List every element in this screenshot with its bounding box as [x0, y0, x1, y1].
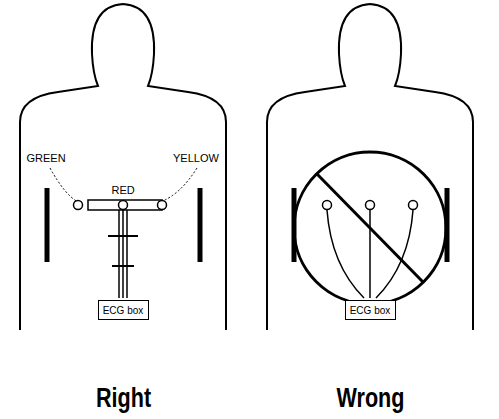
lead-color: RED	[111, 185, 136, 196]
cable	[126, 210, 128, 298]
torso-outline	[20, 4, 226, 330]
connector-bar	[88, 200, 162, 210]
cable	[122, 210, 124, 298]
electrode	[409, 201, 418, 210]
box-label: ECG box	[350, 305, 391, 316]
right-figure	[20, 4, 226, 330]
cable	[118, 210, 120, 298]
ecg-box: ECG box	[98, 300, 149, 320]
arm	[198, 188, 203, 262]
cable-clip	[112, 265, 134, 267]
box-label: ECG box	[103, 305, 144, 316]
electrode	[74, 201, 83, 210]
arm	[45, 188, 50, 262]
electrode	[366, 201, 375, 210]
prohibition-circle	[294, 152, 446, 304]
leader	[160, 168, 197, 202]
ecg-box: ECG box	[345, 300, 396, 320]
loose-wire	[369, 210, 371, 298]
caption-right: Right	[95, 385, 150, 412]
cable-clip	[108, 235, 138, 237]
prohibition-slash	[317, 174, 423, 282]
leader	[50, 168, 78, 202]
lead-color: GREEN	[26, 153, 67, 164]
wrong-figure	[267, 4, 473, 330]
caption-wrong: Wrong	[336, 385, 404, 412]
electrode	[119, 201, 128, 210]
electrode	[323, 201, 332, 210]
electrode	[158, 201, 167, 210]
lead-color: YELLOW	[172, 153, 220, 164]
torso-outline	[267, 4, 473, 330]
loose-wire	[327, 210, 364, 298]
